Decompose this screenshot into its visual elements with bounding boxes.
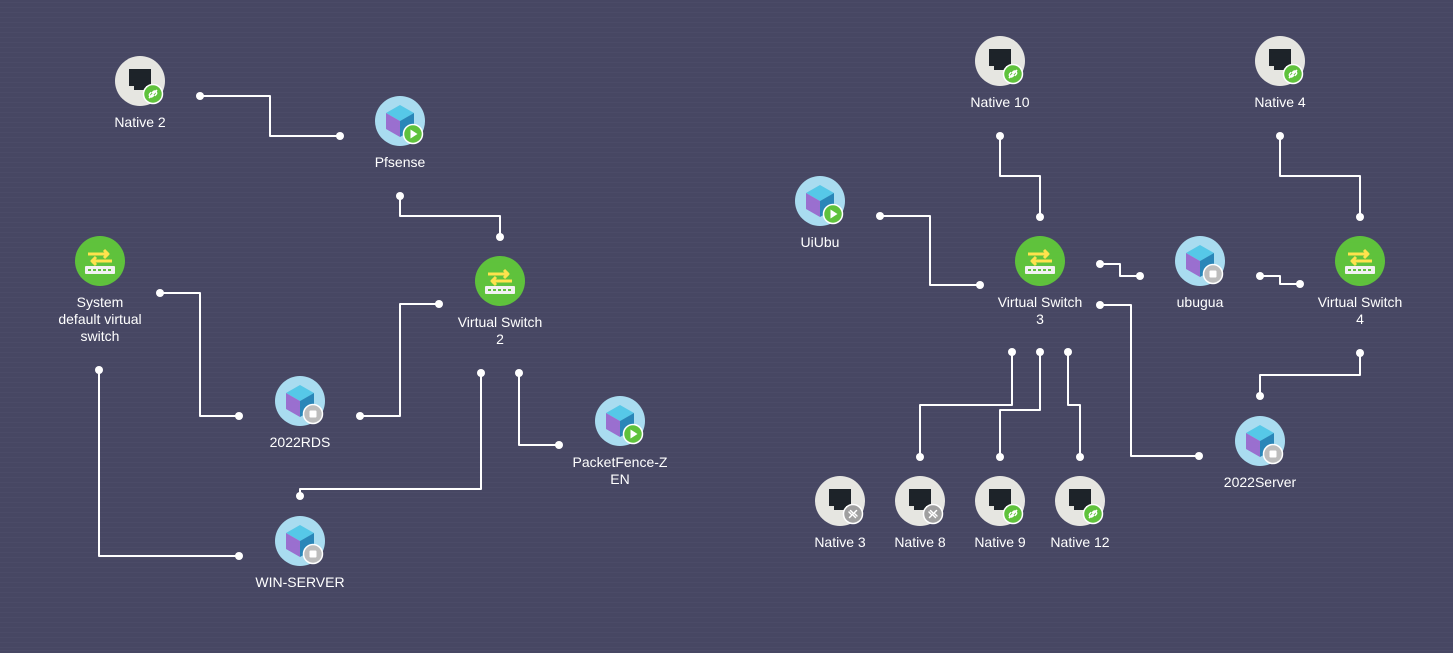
node-label: Native 3	[814, 534, 866, 550]
node-label: UiUbu	[800, 234, 840, 250]
node-label: ubugua	[1176, 294, 1224, 310]
virtual-switch-icon	[1335, 236, 1385, 286]
virtual-machine-icon	[275, 516, 325, 566]
node-label: Pfsense	[374, 154, 426, 170]
virtual-machine-icon	[795, 176, 845, 226]
node-label: Native 8	[894, 534, 946, 550]
link-native4-vswitch4[interactable]	[1276, 132, 1364, 221]
virtual-machine-icon	[275, 376, 325, 426]
node-label: PacketFence-Z EN	[572, 454, 668, 487]
network-adapter-icon	[895, 476, 945, 526]
link-vswitch3-ubugua[interactable]	[1096, 260, 1144, 280]
virtual-machine-icon	[595, 396, 645, 446]
link-sysswitch-2022rds[interactable]	[156, 289, 243, 420]
link-ubugua-vswitch4[interactable]	[1256, 272, 1304, 288]
node-label: Virtual Switch 2	[457, 314, 543, 347]
network-adapter-icon	[1255, 36, 1305, 86]
network-adapter-icon	[815, 476, 865, 526]
link-vswitch2-packetfence[interactable]	[515, 369, 563, 449]
node-label: WIN-SERVER	[255, 574, 345, 590]
virtual-machine-icon	[1175, 236, 1225, 286]
link-vswitch4-2022server[interactable]	[1256, 349, 1364, 400]
node-label: 2022RDS	[269, 434, 331, 450]
link-vswitch3-2022server[interactable]	[1096, 301, 1203, 460]
network-adapter-icon	[975, 476, 1025, 526]
network-adapter-icon	[975, 36, 1025, 86]
node-label: Native 2	[114, 114, 166, 130]
link-vswitch3-native12[interactable]	[1064, 348, 1084, 461]
node-label: Native 9	[974, 534, 1026, 550]
link-2022rds-vswitch2[interactable]	[356, 300, 443, 420]
link-vswitch3-native3[interactable]	[916, 348, 1016, 461]
virtual-machine-icon	[1235, 416, 1285, 466]
node-label: Native 4	[1254, 94, 1306, 110]
link-uiubu-vswitch3[interactable]	[876, 212, 984, 289]
virtual-machine-icon	[375, 96, 425, 146]
network-adapter-icon	[1055, 476, 1105, 526]
virtual-switch-icon	[1015, 236, 1065, 286]
virtual-switch-icon	[75, 236, 125, 286]
link-native2-pfsense[interactable]	[196, 92, 344, 140]
node-label: System default virtual switch	[58, 294, 142, 344]
node-label: Native 10	[970, 94, 1030, 110]
node-label: Virtual Switch 4	[1317, 294, 1403, 327]
link-native10-vswitch3[interactable]	[996, 132, 1044, 221]
virtual-switch-icon	[475, 256, 525, 306]
link-pfsense-vswitch2[interactable]	[396, 192, 504, 241]
node-label: Native 12	[1050, 534, 1110, 550]
node-label: Virtual Switch 3	[997, 294, 1083, 327]
link-vswitch2-winserver[interactable]	[296, 369, 485, 500]
node-label: 2022Server	[1223, 474, 1297, 490]
link-sysswitch-winserver[interactable]	[95, 366, 243, 560]
link-vswitch3-native9[interactable]	[996, 348, 1044, 461]
network-adapter-icon	[115, 56, 165, 106]
